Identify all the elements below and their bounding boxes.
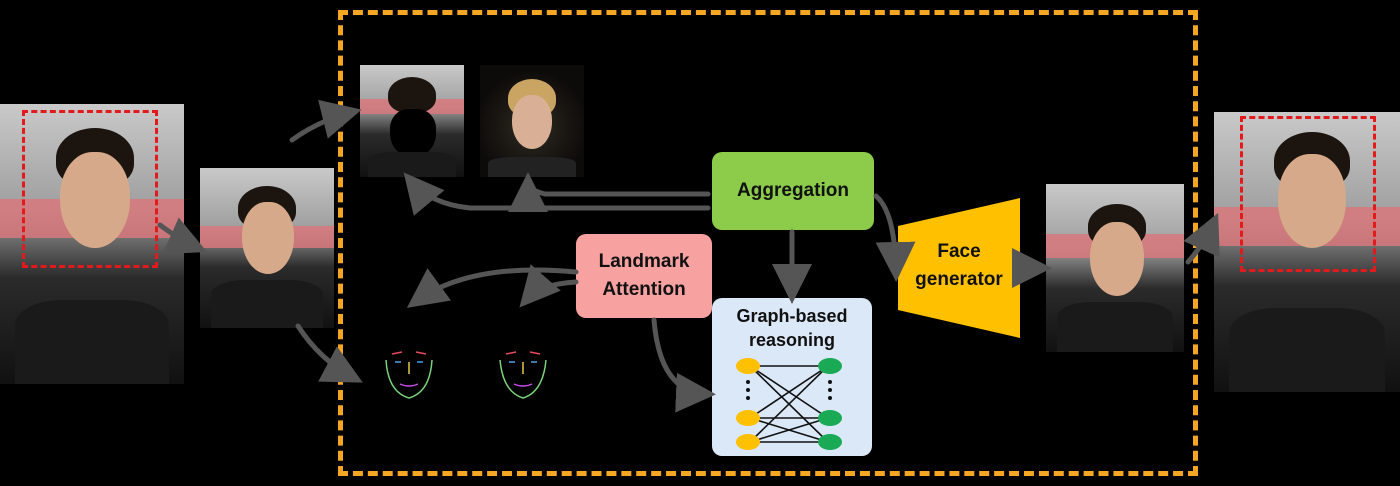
graph-label-line1: Graph-based: [736, 306, 848, 326]
generated-face-photo: [1046, 184, 1184, 352]
graph-ellipsis-dots: [746, 380, 832, 400]
arrow-output-to-full: [1183, 212, 1220, 265]
bipartite-graph: [749, 365, 829, 443]
arrow-agg-to-reference: [508, 172, 711, 213]
graph-node-right-1: [818, 358, 842, 374]
graph-node-left-2: [736, 410, 760, 426]
arrow-crop-to-landmark: [295, 323, 363, 383]
arrow-source-to-crop: [157, 217, 208, 255]
arrow-lm-to-panel2: [519, 264, 579, 308]
output-full-photo: [1214, 112, 1400, 392]
face-generator-shape: [898, 198, 1020, 338]
landmark-sketch-1: [385, 351, 433, 399]
reference-face-photo: [480, 65, 584, 177]
aggregation-box: Aggregation: [712, 152, 874, 230]
arrow-agg-to-masked: [403, 172, 711, 216]
graph-node-left-1: [736, 358, 760, 374]
graph-label-line2: reasoning: [748, 330, 836, 350]
graph-right-nodes: [818, 358, 842, 450]
landmark-label-line2: Attention: [602, 279, 686, 300]
cropped-face-photo: [200, 168, 334, 328]
landmark-attention-box: Landmark Attention: [576, 234, 712, 318]
landmark-label-line1: Landmark: [598, 251, 690, 272]
source-crop-box: [22, 110, 158, 268]
arrow-crop-to-masked: [289, 99, 362, 143]
source-photo: [0, 104, 184, 384]
graph-left-nodes: [736, 358, 760, 450]
graph-node-right-3: [818, 434, 842, 450]
arrow-agg-to-facegen: [873, 193, 916, 282]
landmark-panel-reference: [462, 306, 576, 434]
face-generator-label: Face generator: [898, 238, 1020, 294]
face-generator-line1: Face: [937, 241, 981, 262]
arrow-lm-to-graph: [651, 317, 716, 413]
aggregation-label: Aggregation: [737, 180, 849, 201]
face-generator-line2: generator: [915, 269, 1003, 290]
graph-node-right-2: [818, 410, 842, 426]
landmark-sketch-2: [499, 351, 547, 399]
output-crop-box: [1240, 116, 1376, 272]
graph-node-left-3: [736, 434, 760, 450]
